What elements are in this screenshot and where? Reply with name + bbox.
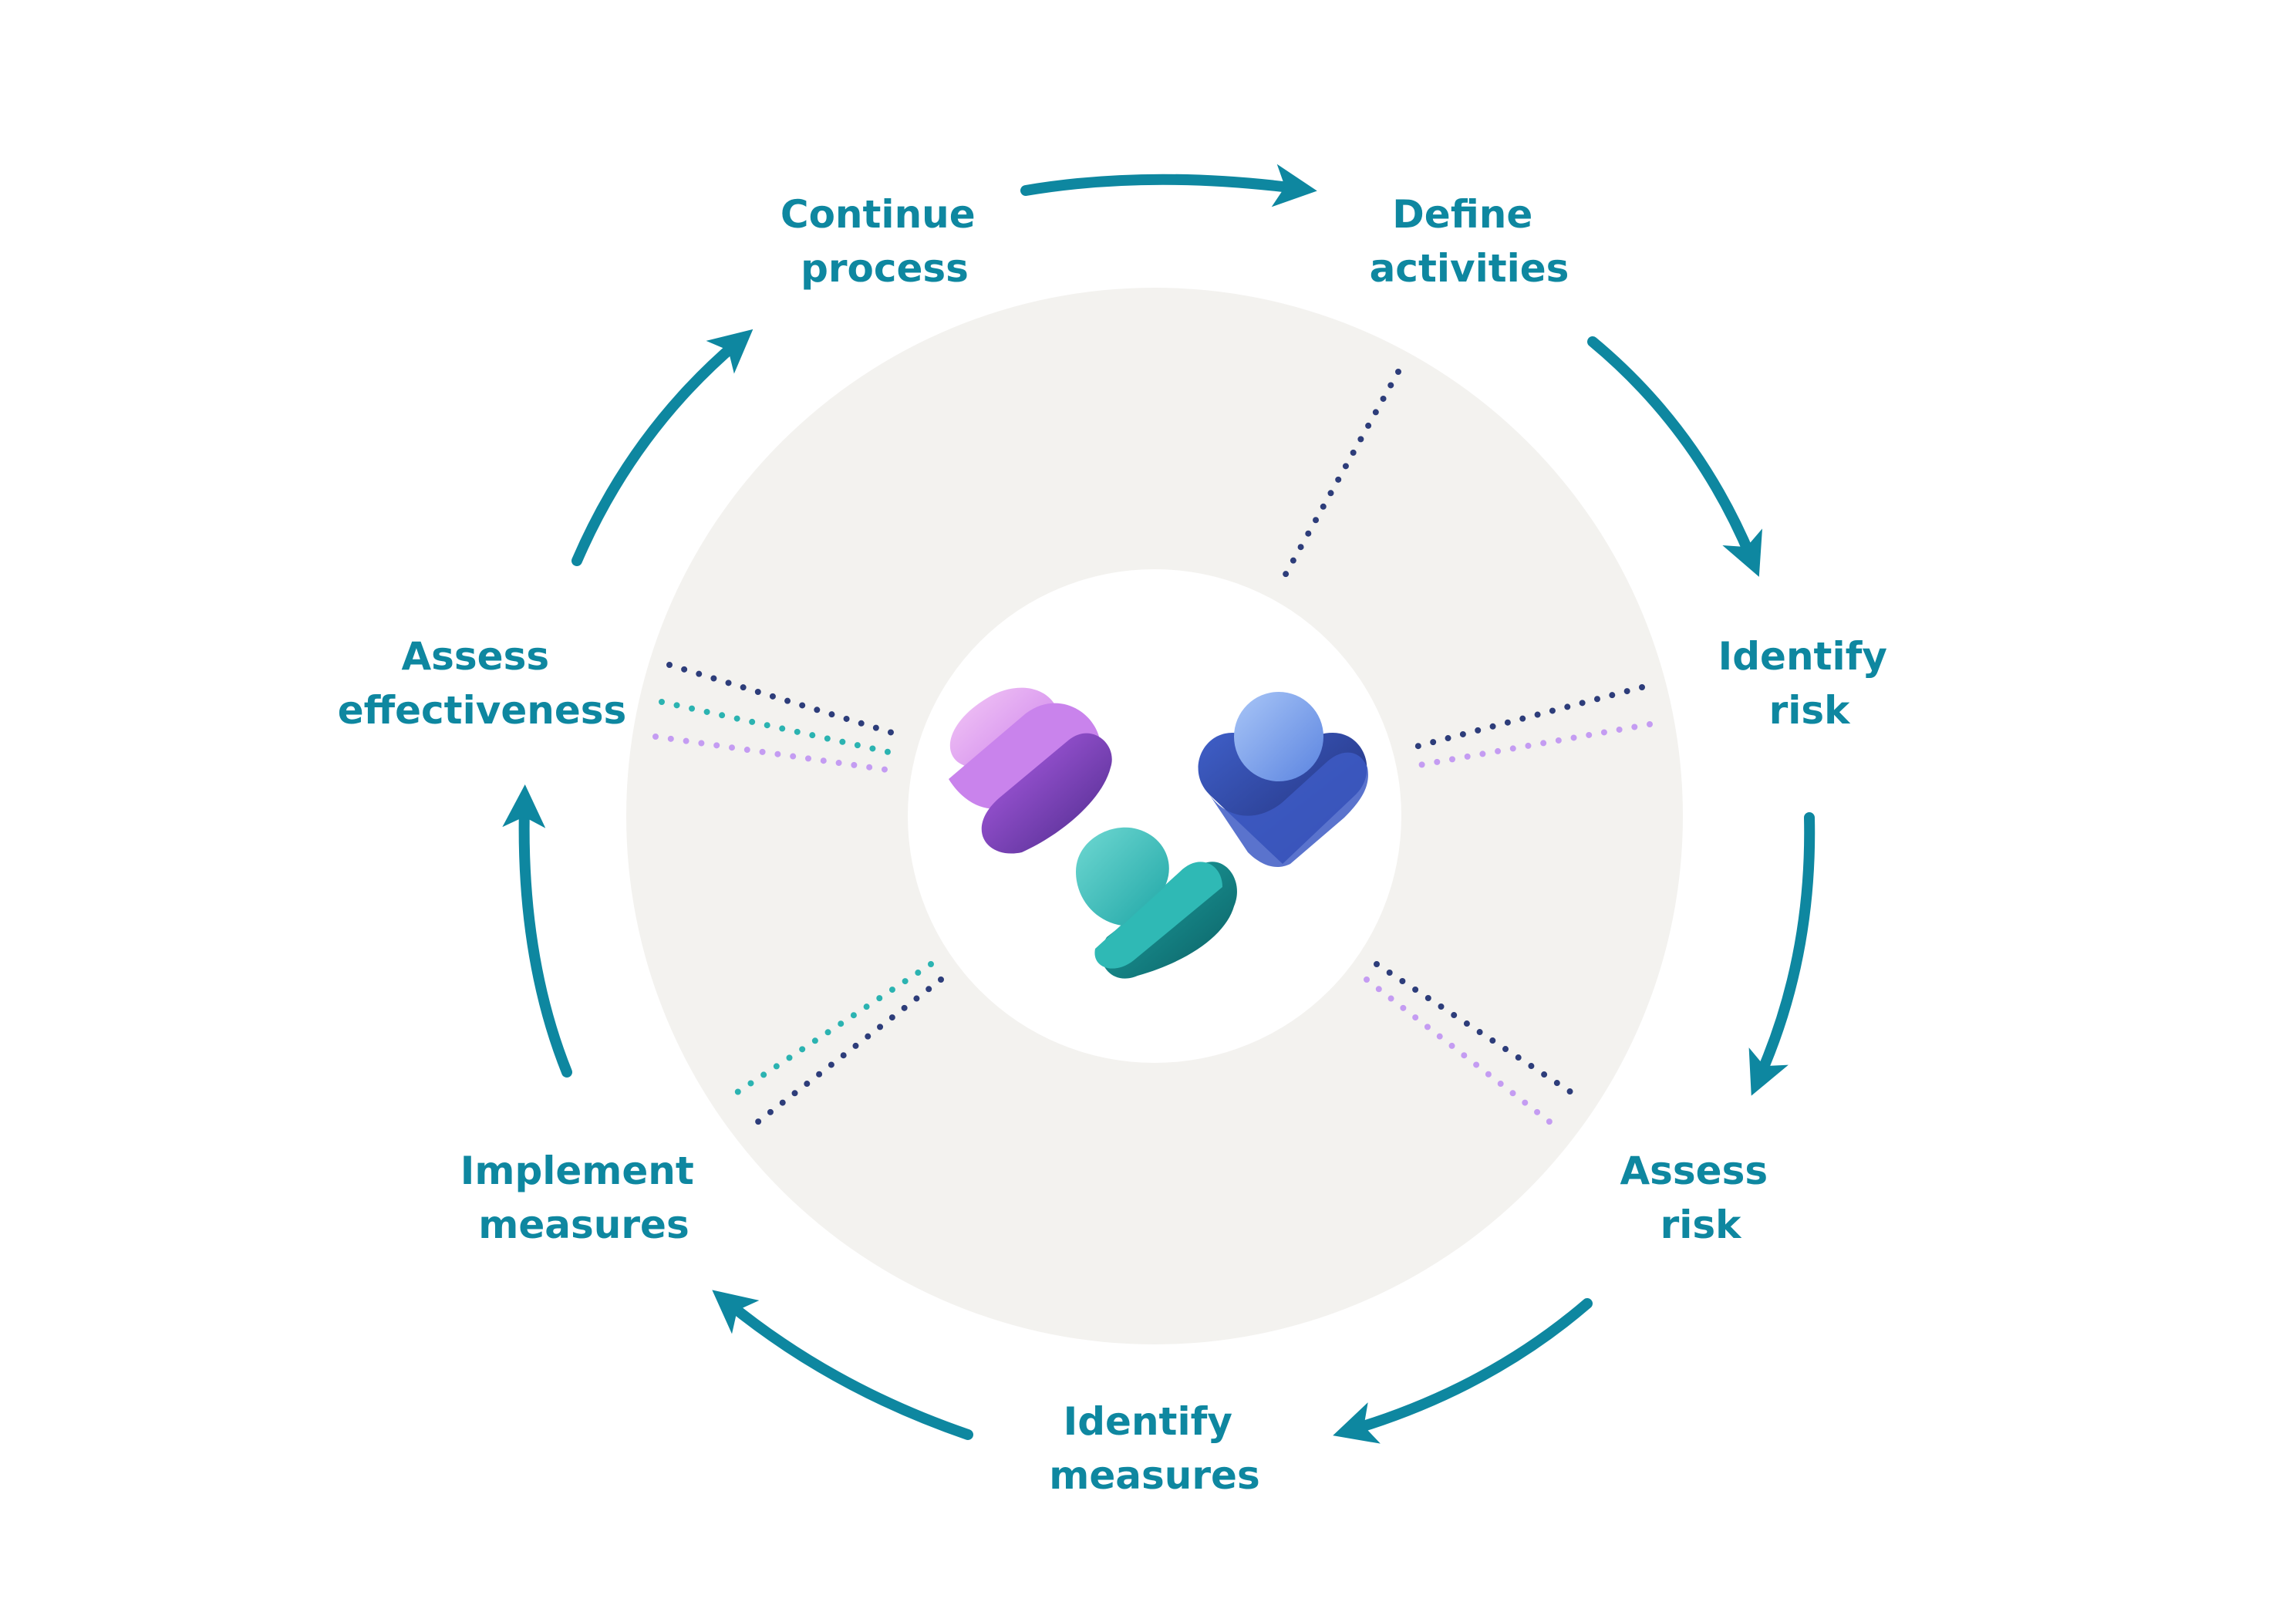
arrow-define-to-identify-risk	[1587, 336, 1762, 577]
arrow-implement-to-assess-eff	[502, 784, 572, 1078]
step-implement-measures: Implement measures	[460, 1148, 707, 1247]
blue-heart-fold	[1209, 752, 1368, 868]
step-identify-risk: Identify risk	[1718, 634, 1901, 733]
arrow-assess-eff-to-continue	[571, 329, 754, 566]
teal-ribbon-mid	[1094, 862, 1222, 969]
arrow-assess-risk-to-identify-measures	[1333, 1298, 1593, 1444]
purple-ribbon-mid	[949, 703, 1099, 809]
step-define-activities: Define activities	[1370, 192, 1569, 291]
step-assess-effectiveness: Assess effectiveness	[338, 634, 627, 733]
arrow-identify-risk-to-assess-risk	[1748, 812, 1816, 1096]
teal-ribbon-light	[1076, 827, 1169, 926]
teal-ribbon-logo	[1076, 827, 1237, 979]
step-continue-process: Continue process	[781, 192, 989, 291]
arrow-continue-to-define	[1020, 164, 1317, 207]
purple-ribbon-dark	[981, 733, 1112, 854]
arrow-identify-measures-to-implement	[712, 1290, 973, 1440]
blue-heart-logo	[1198, 692, 1368, 868]
step-identify-measures: Identify measures	[1049, 1399, 1259, 1498]
center-app-icons	[949, 687, 1368, 979]
step-labels: Define activities Identify risk Assess r…	[338, 192, 1901, 1498]
step-assess-risk: Assess risk	[1620, 1148, 1781, 1247]
purple-ribbon-logo	[949, 687, 1112, 854]
cycle-arrows	[502, 164, 1816, 1444]
blue-heart-circle	[1234, 692, 1323, 781]
